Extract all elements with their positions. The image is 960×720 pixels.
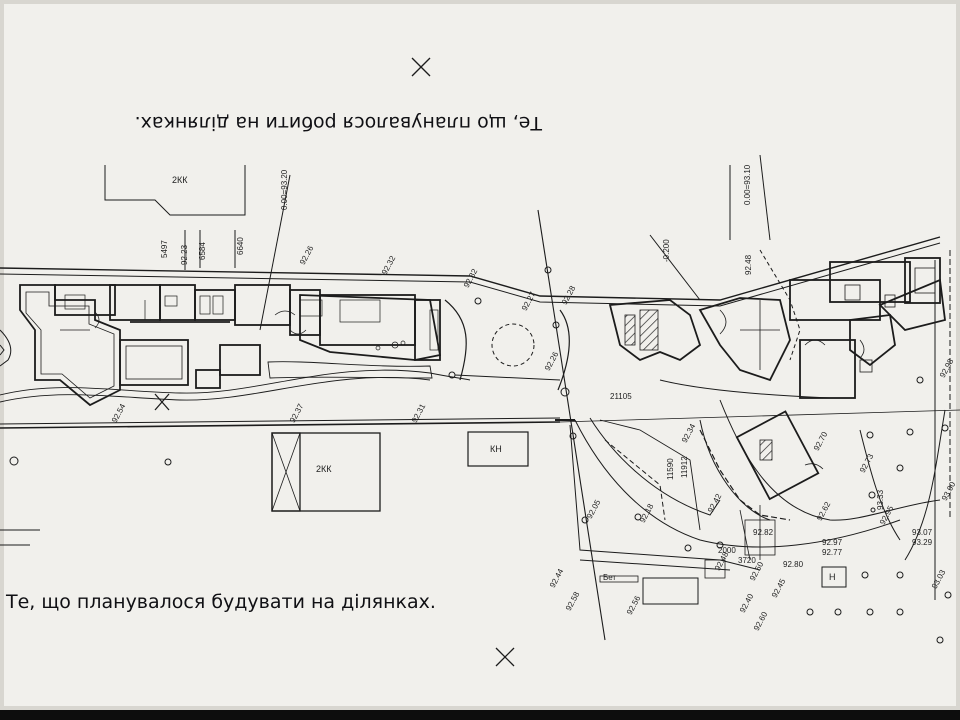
label-d-6584: 6584 — [198, 242, 207, 260]
label-elev-9329: 93.29 — [912, 538, 933, 547]
label-2kk-bottom: 2КК — [316, 464, 332, 474]
box-bet — [642, 577, 699, 605]
building-right — [608, 257, 946, 501]
building-right-interior — [624, 267, 936, 470]
label-n: Н — [829, 572, 836, 582]
label-elev-9248: 92.48 — [744, 254, 753, 275]
box-n — [821, 566, 847, 588]
building-left — [19, 284, 442, 407]
label-bet: Бет — [603, 573, 617, 582]
parking-2kk-bottom — [271, 432, 381, 512]
building-left-interior — [60, 294, 439, 351]
label-zone-right: 0.00=93.10 — [743, 164, 752, 205]
plaza-center — [444, 297, 570, 391]
label-zone-left: 0.00=93.20 — [280, 169, 289, 210]
street-boundary-lines — [0, 236, 960, 546]
driveway-right — [569, 250, 951, 600]
leader-lines-top — [104, 154, 771, 331]
bottom-black-bar — [0, 710, 960, 720]
kn-box — [467, 431, 529, 467]
label-elev-9307: 93.07 — [912, 528, 933, 537]
trees — [9, 376, 952, 644]
label-d-5497: 5497 — [160, 240, 169, 258]
label-kn: КН — [490, 444, 502, 454]
label-d-11912: 11912 — [680, 456, 689, 478]
label-d-9333: 93.33 — [876, 489, 885, 510]
label-2kk-top: 2КК — [172, 175, 188, 185]
driveway-left — [0, 361, 471, 403]
label-elev-minus-0200: -0.200 — [662, 239, 671, 262]
label-d-6640: 6640 — [236, 237, 245, 255]
cross-marks — [154, 57, 515, 667]
caption-main: Те, що планувалося будувати на ділянках. — [6, 591, 436, 613]
label-d-3720: 3720 — [738, 556, 756, 565]
caption-upside-down: Те, що планувалося робити на ділянках. — [134, 112, 542, 134]
label-d-9223: 92.23 — [180, 244, 189, 265]
label-elev-9282: 92.82 — [753, 528, 774, 537]
label-elev-9277: 92.77 — [822, 548, 843, 557]
label-d-21105: 21105 — [610, 392, 632, 401]
label-d-11590: 11590 — [666, 458, 675, 480]
label-elev-9280: 92.80 — [783, 560, 804, 569]
label-elev-9297: 92.97 — [822, 538, 843, 547]
label-d-2000: 2000 — [718, 546, 736, 555]
axis-line-center — [537, 209, 606, 641]
